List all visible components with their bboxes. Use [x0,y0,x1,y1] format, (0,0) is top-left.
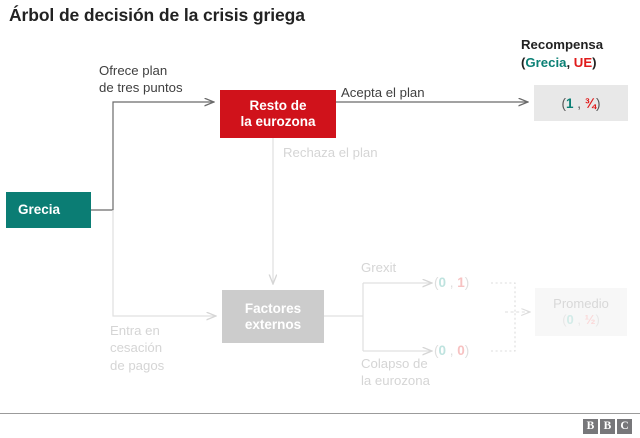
payoff-grexit-open: ( [434,275,439,290]
legend-player-eu: UE [573,54,593,70]
payoff-accept-open: ( [561,95,566,111]
legend-player-greece: Grecia [525,54,567,70]
average-sep: , [573,312,585,327]
average-greece: 0 [566,312,574,327]
average-close: ) [595,312,600,327]
bbc-logo-letter-3: C [617,419,632,434]
payoff-accept-box: (1 , ¾) [534,85,628,121]
node-greece-label: Grecia [18,202,61,218]
payoff-grexit-greece: 0 [438,275,447,290]
average-payoff-box: Promedio (0 , ½) [535,288,627,336]
payoff-collapse-greece: 0 [438,343,447,358]
payoff-grexit-eu: 1 [457,275,465,290]
payoff-grexit-close: ) [464,275,470,290]
legend-comma: , [566,54,574,70]
average-open: ( [562,312,567,327]
edge-label-offer: Ofrece plan de tres puntos [99,63,183,96]
edge-label-default: Entra en cesación de pagos [110,323,165,373]
average-value: (0 , ½) [562,312,600,328]
payoff-accept-value: (1 , ¾) [561,96,600,111]
payoff-grexit-value: (0 , 1) [434,275,469,290]
node-greece[interactable]: Grecia [6,192,91,228]
node-external-factors-label: Factores externos [244,300,302,332]
edge-label-accept: Acepta el plan [341,85,425,100]
payoff-accept-close: ) [596,95,601,111]
payoff-accept-sep: , [573,95,585,111]
legend-players: (Grecia, UE) [521,54,603,72]
page-title: Árbol de decisión de la crisis griega [9,5,305,25]
edge-label-grexit: Grexit [361,260,397,275]
node-eurozone[interactable]: Resto de la eurozona [220,90,336,138]
payoff-collapse-value: (0 , 0) [434,343,469,358]
legend-open-paren: ( [521,54,526,70]
payoff-grexit-sep: , [446,275,458,290]
edge-label-collapse: Colapso de la eurozona [361,356,430,389]
bbc-logo-letter-1: B [583,419,598,434]
bbc-logo: B B C [583,419,632,434]
legend-heading: Recompensa [521,37,604,52]
payoff-collapse-close: ) [464,343,470,358]
node-external-factors[interactable]: Factores externos [222,290,324,343]
footer-divider [0,413,640,414]
payoff-collapse-open: ( [434,343,439,358]
payoff-accept-eu: ¾ [584,95,597,111]
payoff-collapse-eu: 0 [457,343,465,358]
average-label: Promedio [553,295,609,311]
average-eu: ½ [584,312,596,327]
bbc-logo-letter-2: B [600,419,615,434]
payoff-collapse-sep: , [446,343,458,358]
legend-close-paren: ) [592,54,597,70]
payoff-legend: Recompensa (Grecia, UE) [521,36,603,72]
payoff-accept-greece: 1 [565,95,574,111]
edge-label-reject: Rechaza el plan [283,145,378,160]
node-eurozone-label: Resto de la eurozona [240,98,316,129]
